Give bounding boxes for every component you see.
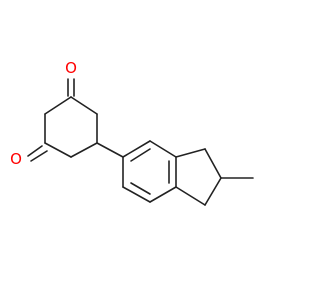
bond-c1-c2 bbox=[70, 96, 98, 115]
double-bond-left-outer bbox=[27, 145, 43, 157]
aromatic-bond-5 bbox=[122, 186, 151, 203]
cyclopentane-ring bbox=[175, 148, 222, 206]
oxygen-label-left: O bbox=[10, 150, 22, 168]
five-ring-bond-1 bbox=[175, 148, 206, 158]
bond-c6-c1 bbox=[44, 96, 72, 115]
double-bond-left-inner bbox=[30, 150, 48, 162]
aromatic-inner-double-1 bbox=[130, 148, 151, 162]
carbonyl-left bbox=[27, 145, 48, 162]
oxygen-label-top-bg bbox=[62, 58, 80, 78]
five-ring-bond-3 bbox=[204, 177, 222, 206]
aromatic-bond-2 bbox=[149, 140, 177, 158]
cyclohexanedione-ring bbox=[44, 96, 98, 158]
indane-linkage bbox=[96, 142, 124, 158]
oxygen-label-left-group: O bbox=[7, 149, 25, 169]
oxygen-label-top-group: O bbox=[62, 58, 80, 78]
oxygen-label-top: O bbox=[65, 59, 77, 77]
structure-canvas: O O bbox=[7, 58, 254, 206]
aromatic-bond-1 bbox=[122, 140, 151, 158]
molecule-diagram: O O bbox=[7, 58, 254, 206]
bond-ring-to-aromatic bbox=[96, 142, 124, 158]
bond-c4-c5 bbox=[44, 142, 72, 158]
five-ring-bond-4 bbox=[175, 186, 206, 206]
aromatic-bond-4 bbox=[149, 186, 177, 203]
five-ring-bond-2 bbox=[204, 148, 222, 179]
carbonyl-top bbox=[67, 78, 75, 97]
bond-c3-c4 bbox=[70, 142, 98, 158]
aromatic-ring bbox=[122, 140, 177, 203]
aromatic-inner-double-3 bbox=[130, 182, 151, 195]
oxygen-label-left-bg bbox=[7, 149, 25, 169]
